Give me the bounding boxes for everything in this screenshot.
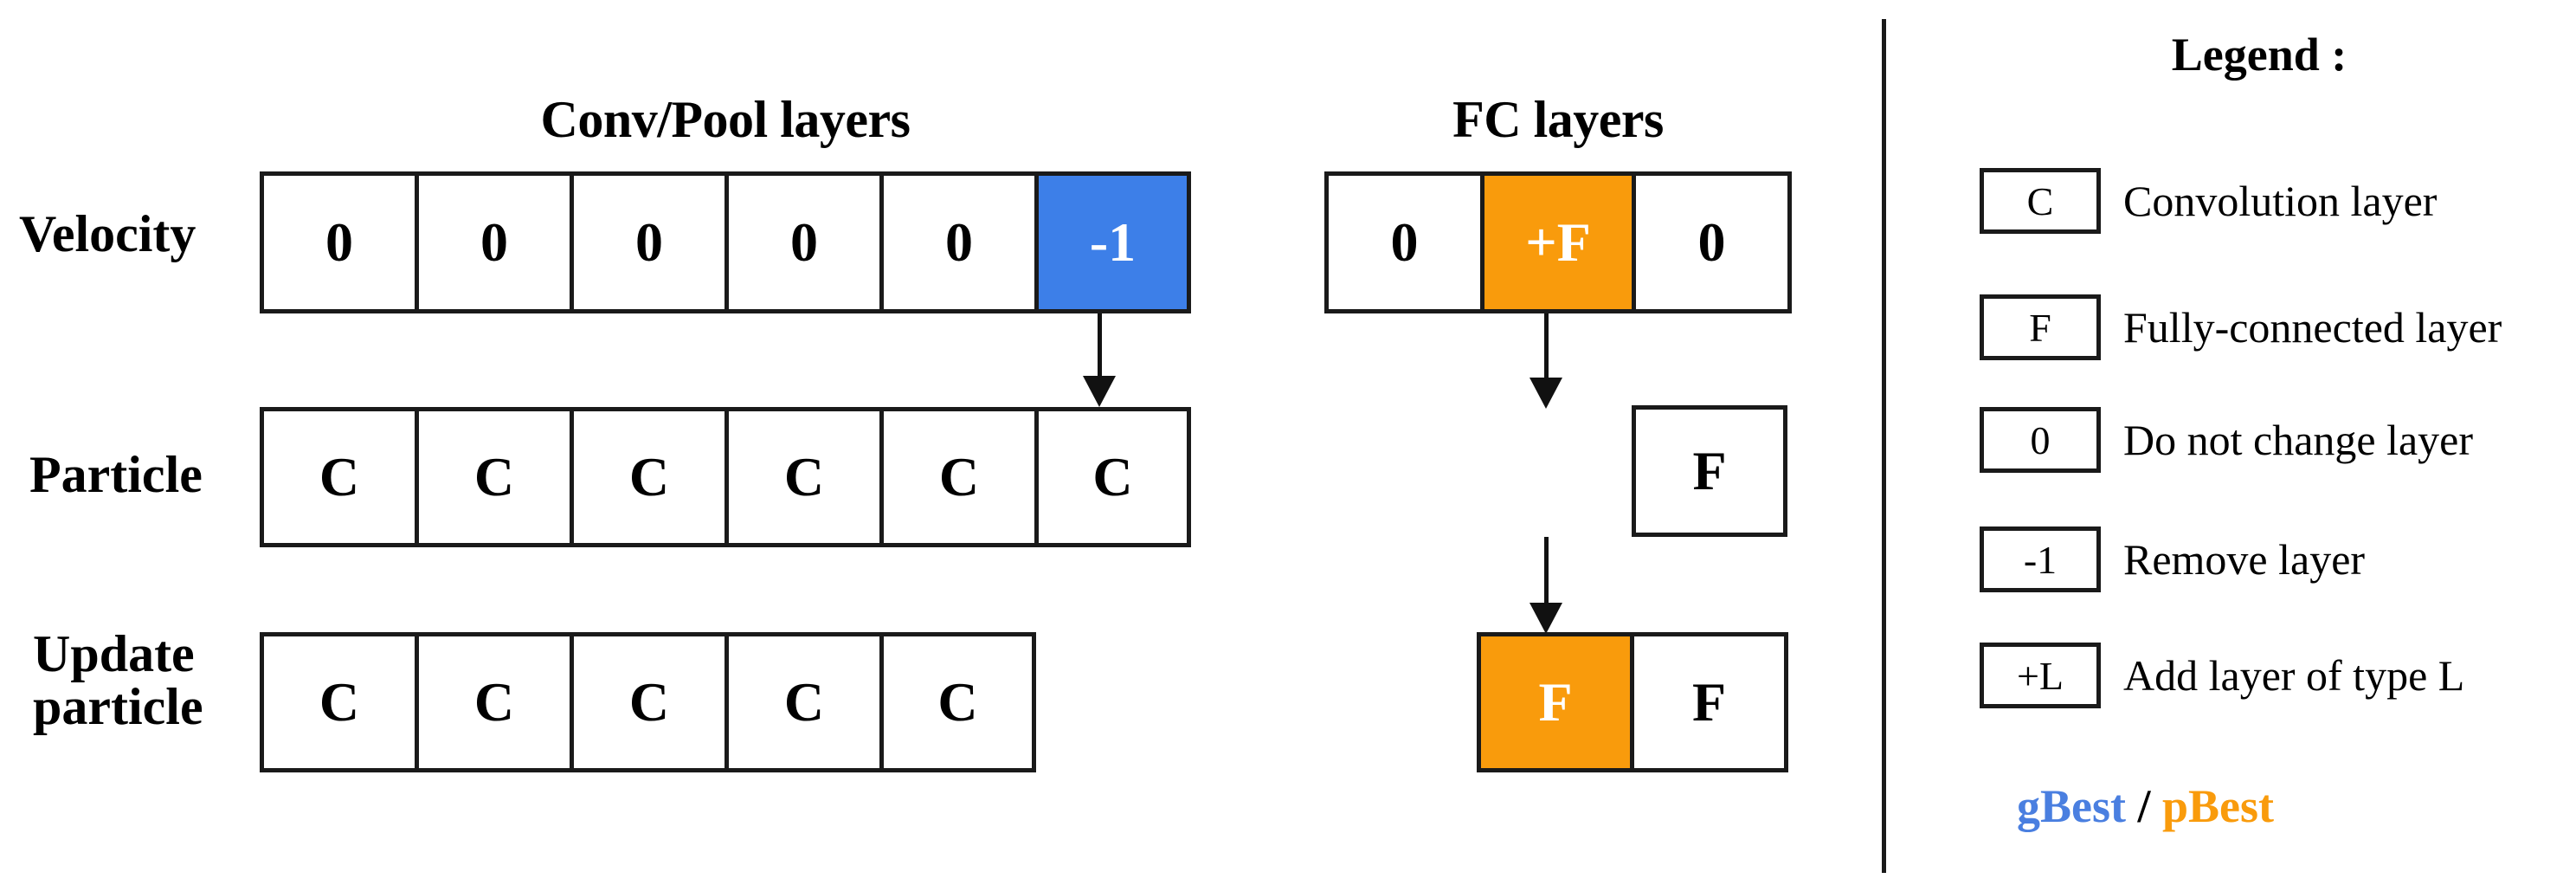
velocity-fc-strip: 0 +F 0 [1324,171,1792,313]
legend-label-remove-layer: Remove layer [2123,535,2366,584]
arrow-velocity-to-particle-fc [1520,313,1572,409]
velocity-fc-cell-2[interactable]: 0 [1636,176,1787,309]
particle-conv-strip: C C C C C C [260,407,1191,547]
velocity-conv-cell-2[interactable]: 0 [574,176,729,309]
update-particle-fc-cell-1[interactable]: F [1634,636,1784,768]
legend-best-line: gBest / pBest [2017,779,2274,833]
update-particle-conv-cell-0[interactable]: C [264,636,419,768]
particle-conv-cell-0[interactable]: C [264,411,419,543]
update-particle-conv-cell-1[interactable]: C [419,636,574,768]
legend-pbest-label: pBest [2162,780,2275,832]
velocity-row-label: Velocity [19,205,196,262]
particle-fc-cell-0[interactable]: F [1632,405,1787,537]
update-particle-fc-strip: F F [1477,632,1788,772]
legend-label-no-change: Do not change layer [2123,416,2474,464]
update-particle-conv-strip: C C C C C [260,632,1036,772]
legend-symbol-no-change: 0 [1980,407,2101,473]
legend-gbest-label: gBest [2017,780,2126,832]
particle-conv-cell-3[interactable]: C [729,411,884,543]
legend-label-add-layer: Add layer of type L [2123,651,2465,700]
particle-conv-cell-5[interactable]: C [1039,411,1187,543]
velocity-conv-cell-1[interactable]: 0 [419,176,574,309]
particle-conv-cell-2[interactable]: C [574,411,729,543]
update-particle-conv-cell-3[interactable]: C [729,636,884,768]
update-particle-row-label: Update particle [33,625,203,736]
legend-symbol-remove-layer: -1 [1980,526,2101,592]
legend-title: Legend : [2171,29,2347,81]
particle-row-label: Particle [29,446,203,503]
conv-pool-column-title: Conv/Pool layers [540,91,911,148]
arrow-particle-to-update-fc [1520,537,1572,634]
velocity-fc-cell-0[interactable]: 0 [1329,176,1484,309]
legend-best-separator: / [2125,780,2162,832]
legend-symbol-add-layer: +L [1980,643,2101,708]
velocity-conv-cell-3[interactable]: 0 [729,176,884,309]
particle-conv-cell-4[interactable]: C [884,411,1039,543]
update-particle-conv-cell-2[interactable]: C [574,636,729,768]
legend-label-fully-connected: Fully-connected layer [2123,303,2502,352]
vertical-divider [1882,19,1886,873]
particle-conv-cell-1[interactable]: C [419,411,574,543]
update-particle-conv-cell-4[interactable]: C [884,636,1032,768]
velocity-conv-strip: 0 0 0 0 0 -1 [260,171,1191,313]
legend-row-no-change: 0 Do not change layer [1980,407,2473,473]
velocity-conv-cell-4[interactable]: 0 [884,176,1039,309]
arrow-velocity-to-particle-conv [1073,313,1125,407]
velocity-fc-cell-1-pbest[interactable]: +F [1484,176,1636,309]
legend-row-convolution: C Convolution layer [1980,168,2437,234]
update-particle-fc-cell-0-pbest[interactable]: F [1481,636,1634,768]
legend-symbol-fully-connected: F [1980,294,2101,360]
legend-row-fully-connected: F Fully-connected layer [1980,294,2502,360]
legend-row-add-layer: +L Add layer of type L [1980,643,2464,708]
velocity-conv-cell-0[interactable]: 0 [264,176,419,309]
legend-label-convolution: Convolution layer [2123,177,2438,225]
legend-symbol-convolution: C [1980,168,2101,234]
legend-row-remove-layer: -1 Remove layer [1980,526,2365,592]
velocity-conv-cell-5-gbest[interactable]: -1 [1039,176,1187,309]
fc-column-title: FC layers [1452,91,1664,148]
